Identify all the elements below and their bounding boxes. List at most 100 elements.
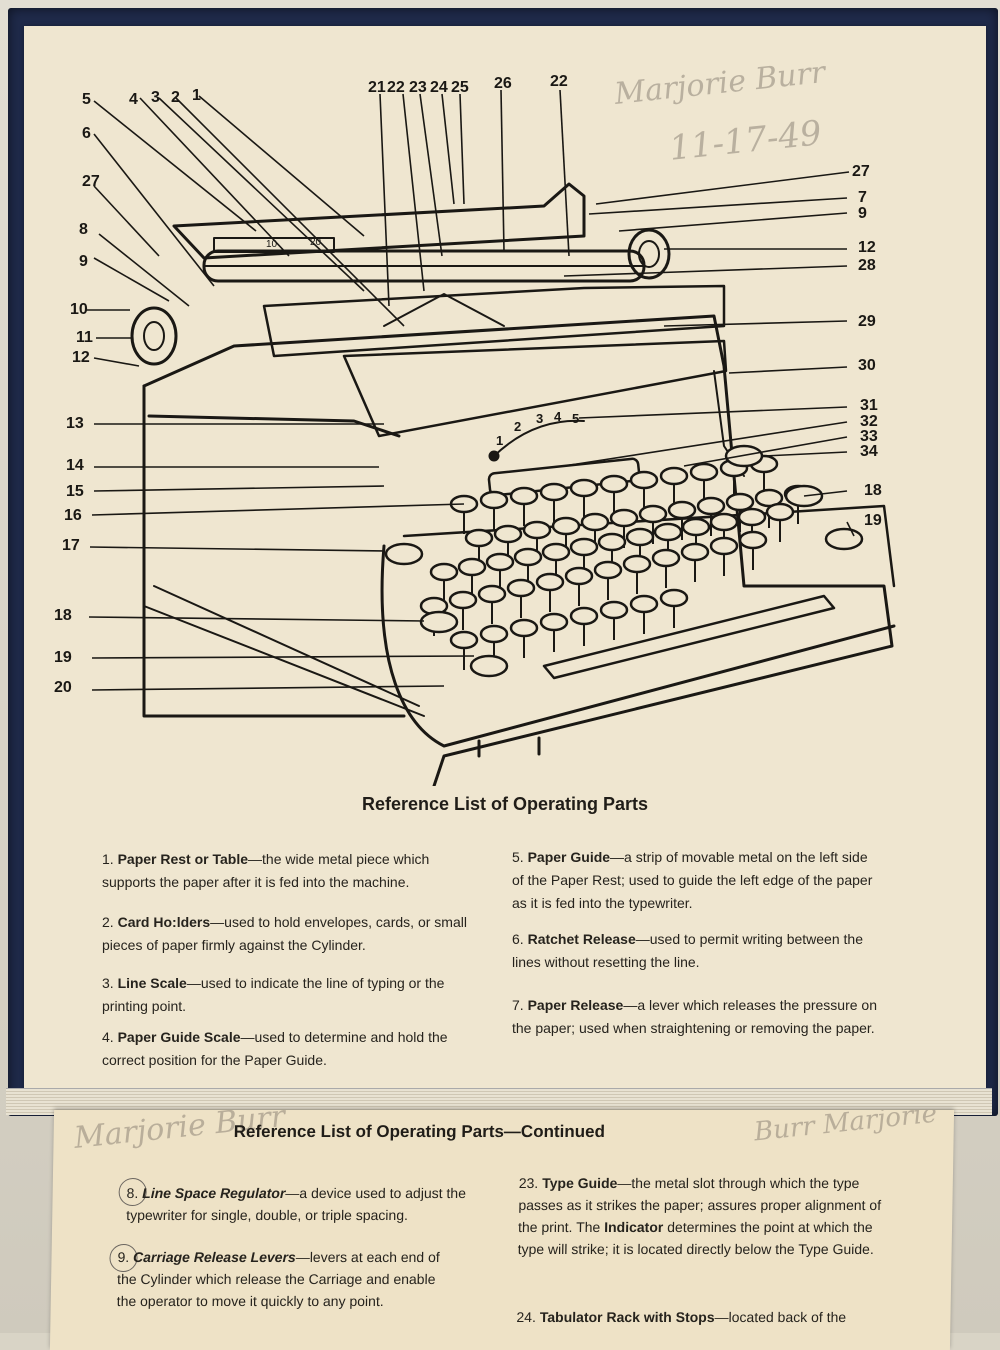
key-cap <box>667 500 697 520</box>
key-cap <box>609 508 639 528</box>
key-cap <box>659 466 689 486</box>
key-cap <box>738 530 768 550</box>
callout-left-14: 14 <box>66 457 84 474</box>
key-cap <box>569 537 599 557</box>
key-cap <box>625 527 655 547</box>
key-cap <box>449 630 479 650</box>
key-cap <box>479 624 509 644</box>
callout-right-29: 29 <box>858 313 876 330</box>
entry-desc: —used to indicate the line of typing or … <box>102 975 445 1014</box>
entry-8: 8. Line Space Regulator—a device used to… <box>126 1182 467 1226</box>
key-cap <box>680 542 710 562</box>
side-key-cap <box>384 542 424 566</box>
entry-number: 24. <box>516 1309 537 1325</box>
entry-number: 7. <box>512 997 524 1013</box>
callout-top-23: 23 <box>409 79 427 96</box>
key-cap <box>564 566 594 586</box>
key-cap <box>551 516 581 536</box>
entry-desc: —the wide metal piece which supports the… <box>102 851 430 890</box>
callout-right-34: 34 <box>860 443 878 460</box>
key-cap <box>535 572 565 592</box>
key-cap <box>479 490 509 510</box>
key-cap <box>464 528 494 548</box>
entry-term: Tabulator Rack with Stops <box>539 1309 715 1325</box>
entry-desc: —used to hold envelopes, cards, or small… <box>102 914 467 953</box>
key-cap <box>448 590 478 610</box>
entry-number: 5. <box>512 849 524 865</box>
key-cap <box>681 517 711 537</box>
entry-number: 8. <box>126 1185 139 1201</box>
space-bar <box>542 594 836 680</box>
key-cap <box>506 578 536 598</box>
key-cap <box>580 512 610 532</box>
key-cap <box>638 504 668 524</box>
callout-left-19: 19 <box>54 649 72 666</box>
entry-number: 2. <box>102 914 114 930</box>
callout-right-27: 27 <box>852 163 870 180</box>
callout-right-33: 33 <box>860 428 878 445</box>
reference-title: Reference List of Operating Parts <box>361 794 649 814</box>
key-cap <box>689 462 719 482</box>
key-cap <box>622 554 652 574</box>
entry-term: Indicator <box>604 1219 664 1235</box>
scale-number: 10 <box>266 239 278 250</box>
side-key-cap <box>419 610 459 634</box>
key-cap <box>485 552 515 572</box>
entry-term: Type Guide <box>542 1175 618 1191</box>
continued-title: Reference List of Operating Parts—Contin… <box>233 1122 606 1141</box>
callout-left-6: 6 <box>82 125 91 142</box>
entry-9: 9. Carriage Release Levers—levers at eac… <box>117 1246 458 1312</box>
key-cap <box>765 502 795 522</box>
keyboard-keys <box>384 444 864 678</box>
callout-left-15: 15 <box>66 483 84 500</box>
callout-right-19: 19 <box>864 512 882 529</box>
key-cap <box>429 562 459 582</box>
continued-page: Marjorie Burr Burr Marjorie Reference Li… <box>49 1110 955 1350</box>
typewriter-diagram <box>86 89 896 786</box>
entry-desc: —located back of the <box>714 1309 847 1325</box>
entry-23: 23. Type Guide—the metal slot through wh… <box>517 1172 899 1260</box>
callout-right-18: 18 <box>864 482 882 499</box>
entry-term: Line Space Regulator <box>142 1185 286 1201</box>
entry-term: Paper Release <box>527 997 624 1013</box>
callout-left-1: 1 <box>192 87 201 104</box>
key-cap <box>725 492 755 512</box>
callout-left-8: 8 <box>79 221 88 238</box>
entry-number: 9. <box>117 1249 130 1265</box>
callout-right-9: 9 <box>858 205 867 222</box>
callout-top-25: 25 <box>451 79 469 96</box>
key-cap <box>709 512 739 532</box>
line-scale <box>213 237 335 253</box>
key-cap <box>629 470 659 490</box>
key-cap <box>651 548 681 568</box>
entry-desc: —a lever which releases the pressure on … <box>512 997 877 1036</box>
key-cap <box>522 520 552 540</box>
key-cap <box>539 612 569 632</box>
entry-desc: —a strip of movable metal on the left si… <box>512 849 873 911</box>
callout-left-18: 18 <box>54 607 72 624</box>
key-cap <box>599 474 629 494</box>
callout-left-20: 20 <box>54 679 72 696</box>
key-cap <box>629 594 659 614</box>
entry-number: 1. <box>102 851 114 867</box>
paper-rest-shape <box>172 182 586 260</box>
typewriter-body <box>142 314 894 786</box>
key-cap <box>457 557 487 577</box>
key-cap <box>513 547 543 567</box>
entry-term: Paper Guide <box>527 849 611 865</box>
key-cap <box>493 524 523 544</box>
callout-right-31: 31 <box>860 397 878 414</box>
entry-number: 23. <box>518 1175 539 1191</box>
key-cap <box>737 507 767 527</box>
callout-left-12: 12 <box>72 349 90 366</box>
key-cap <box>599 600 629 620</box>
scale-number: 20 <box>310 237 322 248</box>
key-cap <box>593 560 623 580</box>
callout-left-3: 3 <box>151 89 160 106</box>
callout-top-24: 24 <box>430 79 448 96</box>
key-cap <box>659 588 689 608</box>
key-cap <box>653 522 683 542</box>
key-cap <box>509 486 539 506</box>
key-cap <box>709 536 739 556</box>
entry-term: Paper Guide Scale <box>117 1029 241 1045</box>
